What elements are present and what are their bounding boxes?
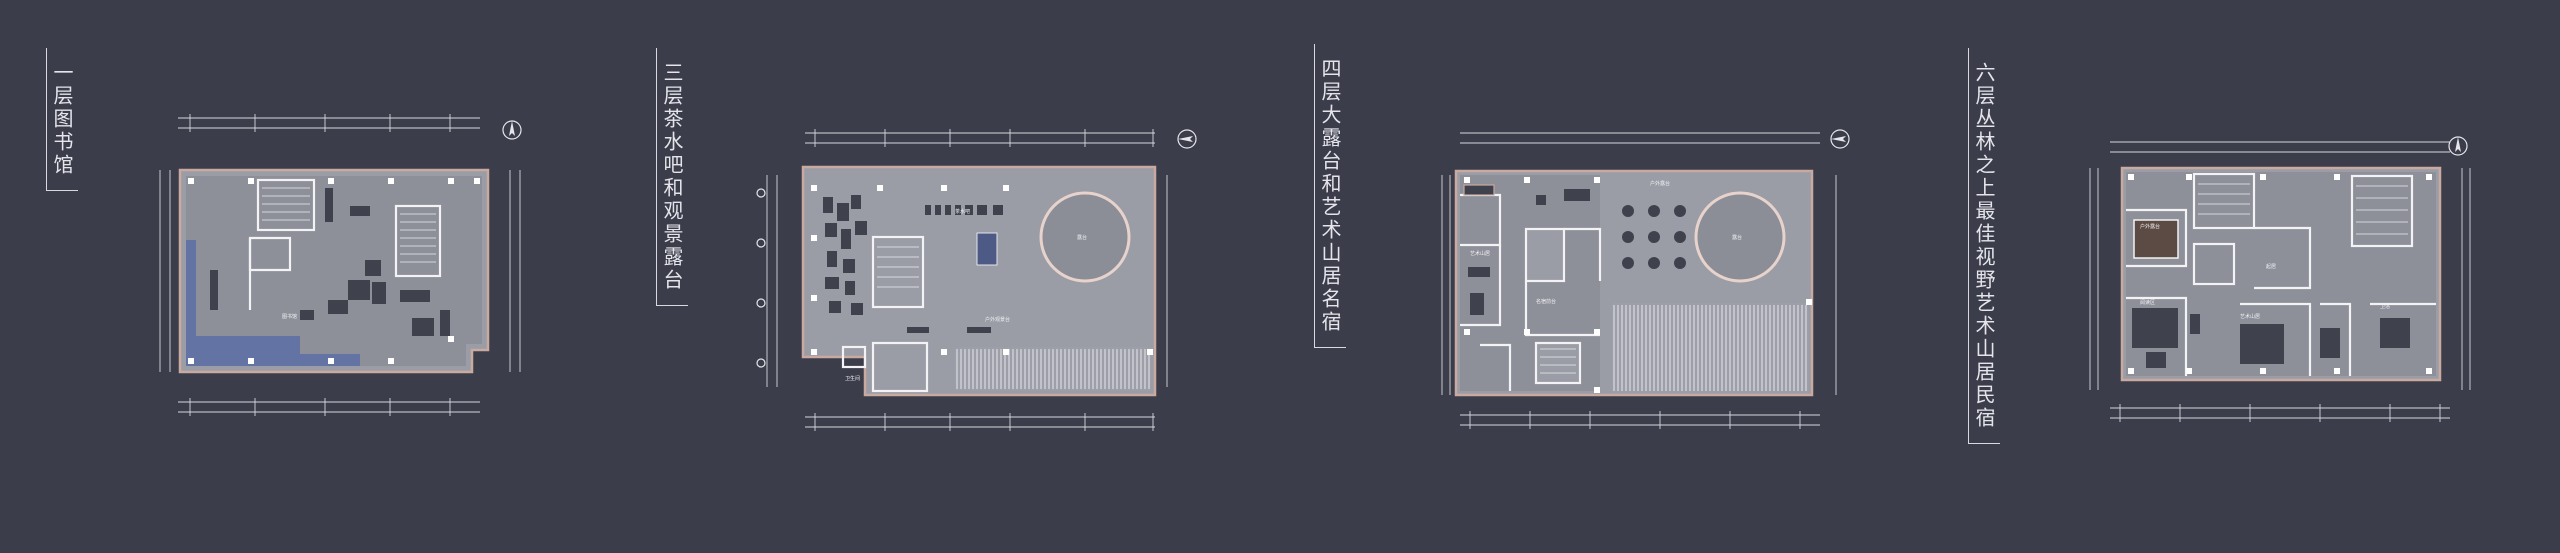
- svg-text:户外露台: 户外露台: [2140, 223, 2160, 230]
- floor-plan-3: 露台 卫生间 茶水吧 户外观景台: [756, 129, 1197, 431]
- structural-columns: [188, 178, 480, 364]
- furniture: [210, 188, 450, 336]
- deck-area: [955, 347, 1151, 391]
- svg-text:露台: 露台: [1077, 234, 1087, 241]
- svg-text:艺术山居: 艺术山居: [1470, 250, 1490, 257]
- interior-walls: [1460, 193, 1602, 391]
- stair-core-left: [256, 178, 316, 232]
- north-arrow-icon: [2448, 136, 2468, 156]
- floor-label-1: 一层图书馆: [46, 48, 78, 191]
- floor-plan-4: 露台 户外露台 艺术山居 名宿前台: [1441, 129, 1850, 429]
- structural-columns: [2128, 174, 2432, 374]
- structural-columns: [811, 185, 1153, 355]
- svg-text:艺术山居: 艺术山居: [2240, 313, 2260, 320]
- stair-core: [871, 235, 925, 309]
- svg-text:卫浴: 卫浴: [2380, 303, 2390, 310]
- svg-text:名宿前台: 名宿前台: [1536, 298, 1556, 305]
- svg-text:起居: 起居: [2266, 264, 2276, 270]
- structural-columns: [1464, 177, 1812, 393]
- living-room-rug: [2133, 219, 2179, 259]
- dimension-lines: [756, 129, 1168, 431]
- furniture: [2132, 308, 2410, 368]
- floor-plan-6: 户外露台 阅读区 艺术山居 起居 卫浴: [2089, 136, 2471, 422]
- furniture: [823, 195, 1003, 333]
- dimension-lines: [159, 114, 521, 416]
- north-arrow-icon: [1177, 129, 1197, 149]
- stair-core-right: [394, 204, 442, 278]
- bar-counter: [1463, 184, 1495, 196]
- svg-text:卫生间: 卫生间: [845, 375, 860, 382]
- svg-text:阅读区: 阅读区: [2140, 299, 2155, 306]
- svg-text:户外观景台: 户外观景台: [985, 316, 1010, 323]
- floor-label-3: 三层茶水吧和观景露台: [656, 48, 688, 306]
- north-arrow-icon: [1830, 129, 1850, 149]
- dimension-lines: [1441, 132, 1837, 429]
- dimension-lines: [2089, 141, 2471, 422]
- floor-label-6: 六层丛林之上最佳视野艺术山居民宿: [1968, 48, 2000, 444]
- outdoor-tables: [1622, 205, 1686, 269]
- pool: [976, 232, 998, 266]
- grid-axis-bubble-icon: [756, 188, 766, 368]
- circular-terrace: [1694, 191, 1786, 283]
- reading-zone: [186, 240, 360, 366]
- floor-label-4: 四层大露台和艺术山居名宿: [1314, 44, 1346, 348]
- north-arrow-icon: [502, 120, 522, 140]
- circular-terrace: [1039, 191, 1131, 283]
- svg-text:户外露台: 户外露台: [1650, 180, 1670, 187]
- svg-text:图书馆: 图书馆: [282, 313, 297, 320]
- svg-text:茶水吧: 茶水吧: [955, 208, 970, 215]
- furniture: [1468, 189, 1590, 315]
- floor-plan-1: 图书馆: [159, 114, 522, 416]
- svg-text:露台: 露台: [1732, 234, 1742, 241]
